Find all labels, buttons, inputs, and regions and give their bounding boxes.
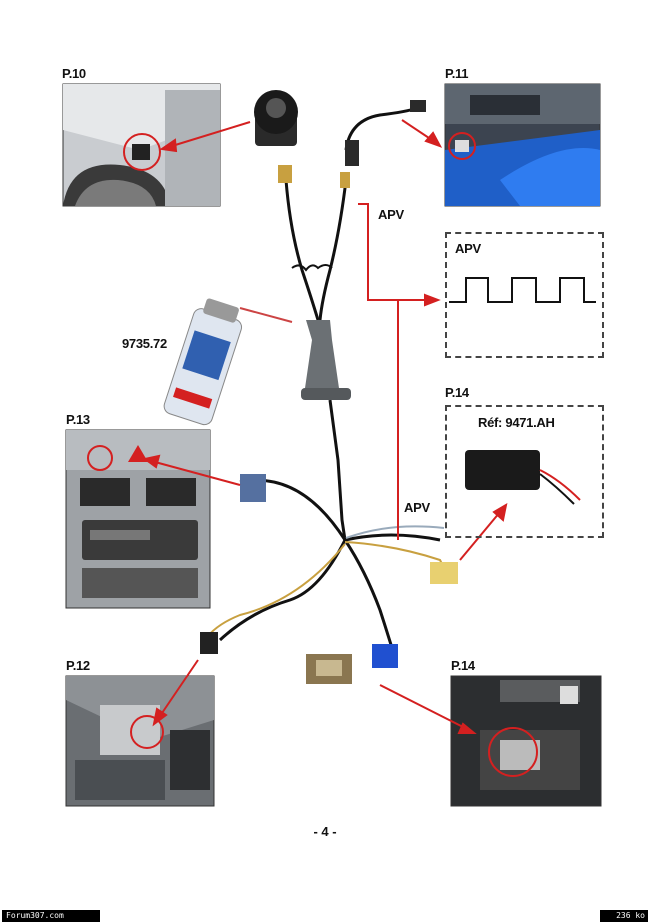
apv-square-wave: [449, 277, 596, 303]
photo-p11: [444, 83, 601, 207]
label-apv-wire: APV: [378, 207, 404, 222]
module-box: [445, 405, 604, 538]
label-p10: P.10: [62, 66, 86, 81]
label-p14-bottom: P.14: [451, 658, 475, 673]
label-part-number: 9735.72: [122, 336, 167, 351]
footer-site: Forum307.com: [2, 910, 100, 922]
label-ref: Réf: 9471.AH: [478, 415, 555, 430]
label-p11: P.11: [445, 66, 469, 81]
label-apv-box: APV: [455, 241, 481, 256]
label-p14-top: P.14: [445, 385, 469, 400]
label-p13: P.13: [66, 412, 90, 427]
page-number: - 4 -: [313, 824, 337, 839]
label-apv-lower: APV: [404, 500, 430, 515]
photo-p10: [62, 83, 221, 207]
photo-p13: [65, 429, 211, 609]
label-p12: P.12: [66, 658, 90, 673]
footer-bar: Forum307.com 236 ko: [0, 910, 650, 922]
footer-size: 236 ko: [600, 910, 648, 922]
siren-icon: [254, 90, 298, 146]
apv-signal-box: [445, 232, 604, 358]
photo-p14-bottom: [450, 675, 602, 807]
spray-can-icon: [163, 298, 243, 426]
photo-p12: [65, 675, 215, 807]
